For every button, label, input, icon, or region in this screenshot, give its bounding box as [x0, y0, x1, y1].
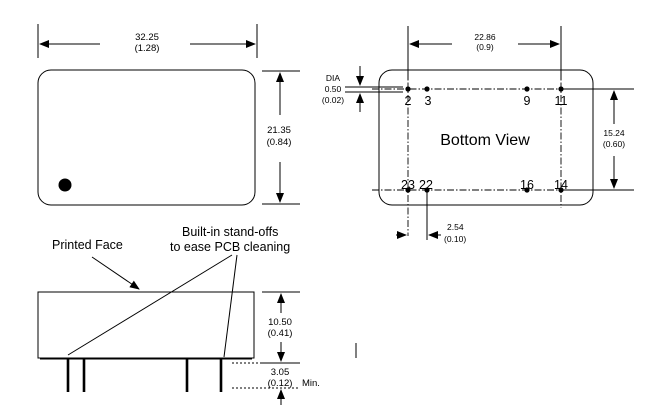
pin-label-11: 11: [555, 94, 568, 108]
pin-dot-11: [558, 86, 564, 92]
pin-dot-2: [405, 86, 411, 92]
pin-label-22: 22: [419, 178, 433, 192]
side-view: Printed Face Built-in stand-offs to ease…: [37, 225, 357, 405]
span-mm: 22.86: [474, 32, 496, 42]
pin1-marker-dot: [58, 178, 72, 192]
pin-dot-23: [405, 187, 411, 193]
span-in: (0.9): [476, 42, 494, 52]
pin-label-2: 2: [405, 94, 412, 108]
dia-label: DIA: [326, 73, 341, 83]
pin-label-9: 9: [524, 94, 531, 108]
body-height-in: (0.41): [268, 328, 293, 339]
pin-label-3: 3: [425, 94, 432, 108]
module-side-body: [37, 291, 255, 359]
standoff-leader-right: [223, 254, 238, 358]
standoff-label-line2: to ease PCB cleaning: [170, 240, 290, 254]
pin-label-16: 16: [520, 178, 534, 192]
dia-in: (0.02): [322, 95, 344, 105]
pin-dot-9: [524, 86, 530, 92]
pin-dot-3: [424, 86, 430, 92]
pitch-mm: 2.54: [447, 222, 464, 232]
module-top-outline: [37, 69, 256, 206]
standoff-label-line1: Built-in stand-offs: [182, 225, 278, 239]
row-spacing-in: (0.60): [603, 139, 625, 149]
pin-length-mm: 3.05: [271, 367, 290, 378]
dia-mm: 0.50: [325, 84, 342, 94]
top-width-in: (1.28): [135, 43, 160, 54]
top-view: 32.25 (1.28) 21.35 (0.84): [37, 24, 300, 206]
top-width-mm: 32.25: [135, 32, 159, 43]
bottom-view: 22.86 (0.9) 2 3 9 11 23 22 16 14 Bottom …: [322, 26, 634, 244]
module-bottom-outline: [378, 69, 594, 206]
printed-face-label: Printed Face: [52, 238, 123, 252]
standoff-leader-left: [67, 254, 233, 356]
pin-length-in: (0.12): [268, 378, 293, 389]
pin-dot-14: [558, 187, 564, 193]
top-height-in: (0.84): [267, 137, 292, 148]
printed-face-leader: [91, 256, 140, 290]
top-height-mm: 21.35: [267, 125, 291, 136]
min-label: Min.: [302, 378, 320, 389]
bottom-view-title: Bottom View: [440, 132, 530, 149]
pitch-in: (0.10): [444, 234, 466, 244]
pin-dot-16: [524, 187, 530, 193]
pin-label-14: 14: [554, 178, 568, 192]
body-height-mm: 10.50: [268, 317, 292, 328]
pin-label-23: 23: [401, 178, 415, 192]
row-spacing-mm: 15.24: [603, 128, 625, 138]
